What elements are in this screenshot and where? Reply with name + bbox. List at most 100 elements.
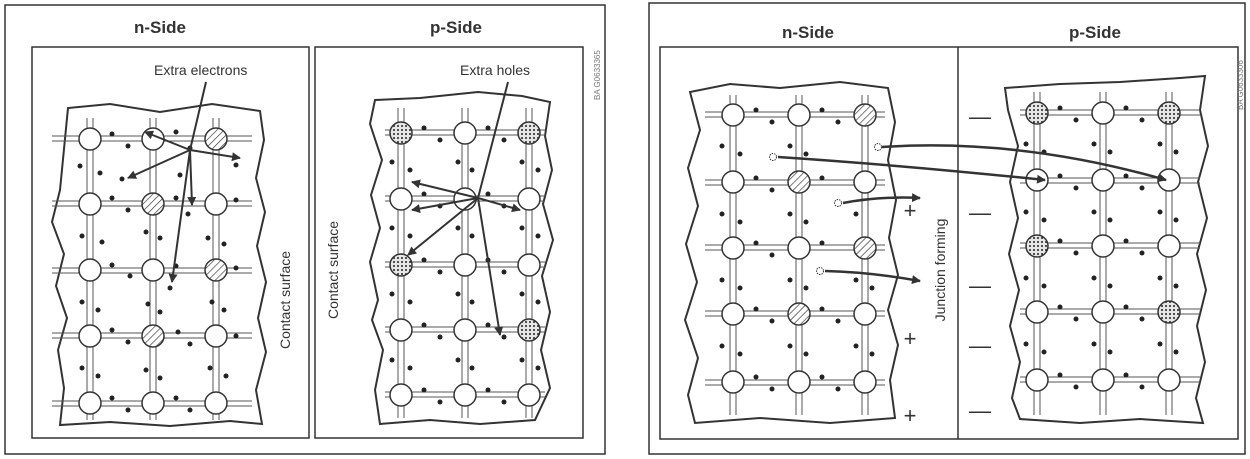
silicon-atom (78, 324, 102, 348)
p-side-crystal (368, 81, 555, 426)
acceptor-atom (517, 121, 541, 145)
extra-hole-arrows (407, 81, 521, 336)
figure-code-left: BA G0633365 (593, 50, 602, 100)
acceptor-atom (1157, 101, 1181, 125)
acceptor-atom (389, 121, 413, 145)
donor-atom (853, 236, 877, 260)
donor-atom (853, 103, 877, 127)
n-side-crystal-right (683, 80, 900, 425)
atoms (1025, 101, 1181, 392)
silicon-atom (389, 318, 413, 342)
diffusion-arrow (881, 144, 1167, 183)
p-contact-surface-label: Contact surface (325, 221, 341, 319)
silicon-atom (78, 192, 102, 216)
silicon-atom (78, 127, 102, 151)
silicon-atom (787, 370, 811, 394)
silicon-atom (853, 170, 877, 194)
silicon-atom (787, 103, 811, 127)
silicon-atom (721, 170, 745, 194)
acceptor-atom (1157, 300, 1181, 324)
donor-atom (141, 192, 165, 216)
silicon-atom (787, 236, 811, 260)
electrons (1023, 105, 1179, 390)
plus-signs: + + + (904, 198, 917, 428)
silicon-atom (517, 187, 541, 211)
silicon-atom (853, 302, 877, 326)
silicon-atom (389, 383, 413, 407)
n-side-box (31, 46, 310, 439)
donor-atom (787, 302, 811, 326)
silicon-atom (204, 324, 228, 348)
silicon-atom (1025, 300, 1049, 324)
electrons (719, 107, 875, 392)
minus-signs: — — — — — (969, 104, 991, 423)
p-side-title: p-Side (430, 18, 482, 37)
crystal-outline (50, 102, 268, 428)
silicon-atom (141, 258, 165, 282)
donor-atom (787, 170, 811, 194)
silicon-atom (721, 236, 745, 260)
right-figure-frame (648, 2, 1246, 455)
silicon-atom (78, 391, 102, 415)
n-contact-surface-label: Contact surface (277, 251, 293, 349)
electrons (77, 129, 239, 413)
extra-electrons-label: Extra electrons (154, 62, 247, 78)
silicon-atom (453, 253, 477, 277)
acceptor-atom (517, 318, 541, 342)
silicon-atom (517, 383, 541, 407)
p-side-title-right: p-Side (1069, 23, 1121, 42)
silicon-atom (1091, 300, 1115, 324)
diffusion-arrows (777, 144, 1167, 285)
donor-atom (204, 127, 228, 151)
silicon-atom (453, 318, 477, 342)
donor-atom (204, 258, 228, 282)
silicon-atom (853, 370, 877, 394)
extra-electron-arrows (127, 81, 241, 283)
silicon-atom (389, 187, 413, 211)
crystal-outline (368, 90, 555, 426)
donor-atom (141, 324, 165, 348)
diffusion-arrow (824, 269, 921, 285)
plus-sign: + (904, 403, 917, 428)
junction-forming-label: Junction forming (932, 219, 948, 322)
minus-sign: — (969, 273, 991, 298)
n-side-title-right: n-Side (782, 23, 834, 42)
silicon-atom (1091, 368, 1115, 392)
silicon-atom (1091, 168, 1115, 192)
silicon-atom (204, 192, 228, 216)
p-side-box (314, 46, 584, 439)
minus-sign: — (969, 104, 991, 129)
silicon-atom (453, 383, 477, 407)
silicon-atom (517, 253, 541, 277)
silicon-atom (453, 121, 477, 145)
silicon-atom (204, 391, 228, 415)
silicon-atom (1091, 101, 1115, 125)
right-inner-box (659, 46, 1239, 440)
minus-sign: — (969, 200, 991, 225)
diffusion-arrow (777, 155, 1046, 184)
silicon-atom (721, 370, 745, 394)
atoms (721, 103, 877, 394)
silicon-atom (721, 302, 745, 326)
figure-code-right: BA G0633306 (1236, 60, 1245, 110)
acceptor-atom (389, 253, 413, 277)
p-side-crystal-right (1003, 74, 1210, 425)
right-figure: n-Side p-Side Junction forming BA G06333… (648, 2, 1246, 455)
silicon-atom (1025, 368, 1049, 392)
acceptor-atom (1025, 101, 1049, 125)
silicon-atom (78, 258, 102, 282)
silicon-atom (1157, 234, 1181, 258)
n-side-title: n-Side (134, 18, 186, 37)
moving-electrons (769, 143, 882, 275)
minus-sign: — (969, 333, 991, 358)
electrons (389, 125, 541, 405)
silicon-atom (1157, 168, 1181, 192)
extra-holes-label: Extra holes (460, 62, 530, 78)
acceptor-atom (1025, 234, 1049, 258)
left-figure: n-Side p-Side Extra electrons Extra hole… (4, 4, 606, 455)
crystal-outline (1003, 74, 1210, 425)
n-side-crystal (50, 81, 268, 428)
silicon-atom (1157, 368, 1181, 392)
crystal-outline (683, 80, 900, 425)
